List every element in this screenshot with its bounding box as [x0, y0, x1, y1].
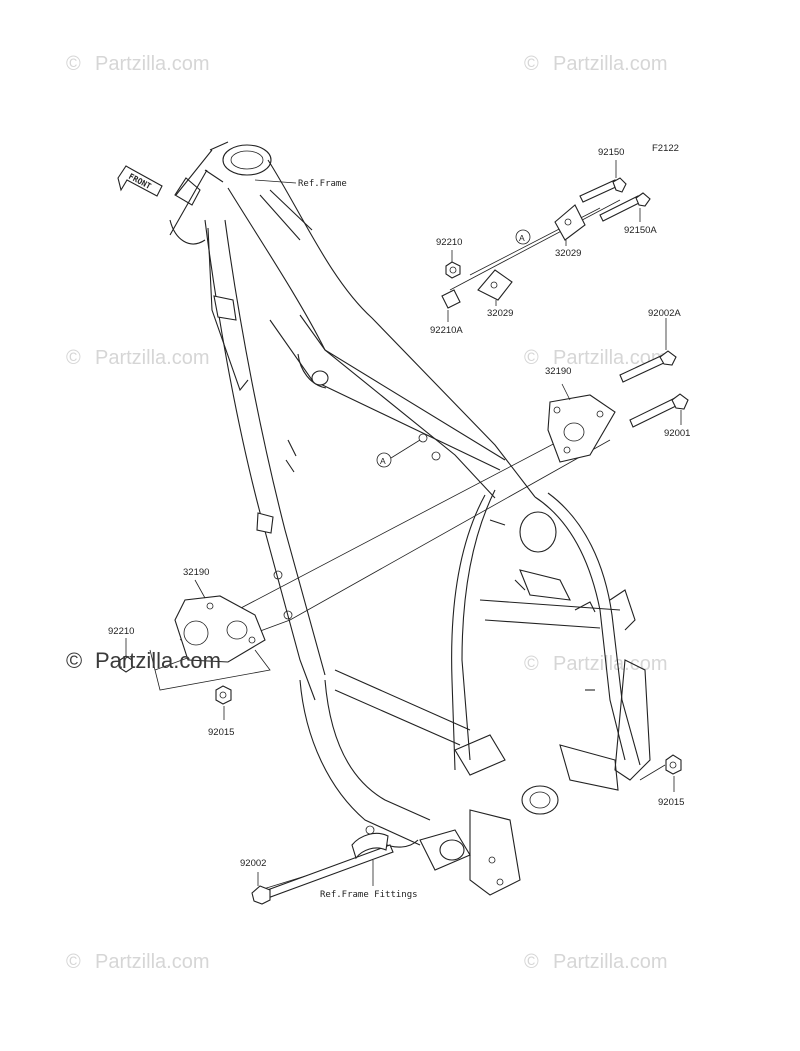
- watermark-overlay-dark: © Partzilla.com: [66, 648, 221, 673]
- top-bracket-group: A: [441, 160, 651, 322]
- part-label-92015-left: 92015: [208, 727, 234, 738]
- part-label-92002: 92002: [240, 858, 266, 869]
- figure-code: F2122: [652, 143, 679, 154]
- part-label-32190-left: 32190: [183, 567, 209, 578]
- copyright-symbol: ©: [524, 653, 539, 675]
- watermark-text: Partzilla.com: [553, 347, 667, 369]
- copyright-symbol: ©: [66, 648, 82, 673]
- ref-frame-fittings-label: Ref.Frame Fittings: [320, 890, 418, 900]
- ref-frame-leader: [254, 179, 297, 184]
- watermark-mid-left: © Partzilla.com: [66, 347, 209, 369]
- watermark-text: Partzilla.com: [95, 951, 209, 973]
- part-labels: Ref.Frame Ref.Frame Fittings 92150 92150…: [108, 147, 690, 900]
- part-label-92001: 92001: [664, 428, 690, 439]
- part-label-92150: 92150: [598, 147, 624, 158]
- watermark-text: Partzilla.com: [95, 347, 209, 369]
- copyright-symbol: ©: [524, 951, 539, 973]
- watermark-mid-right: © Partzilla.com: [524, 347, 667, 369]
- part-label-92210-left: 92210: [108, 626, 134, 637]
- motorcycle-frame: [169, 141, 651, 896]
- part-label-92210-top: 92210: [436, 237, 462, 248]
- watermark-text: Partzilla.com: [553, 653, 667, 675]
- watermark-text: Partzilla.com: [95, 648, 221, 673]
- callout-marker-a-top: A: [519, 233, 525, 243]
- part-label-32029-a: 32029: [555, 248, 581, 259]
- copyright-symbol: ©: [524, 53, 539, 75]
- part-label-92150A: 92150A: [624, 225, 657, 236]
- watermark-bottom-left: © Partzilla.com: [66, 951, 209, 973]
- watermark-top-left: © Partzilla.com: [66, 53, 209, 75]
- watermarks: © Partzilla.com © Partzilla.com © Partzi…: [66, 53, 667, 973]
- watermark-text: Partzilla.com: [553, 53, 667, 75]
- part-label-92015-right: 92015: [658, 797, 684, 808]
- right-engine-mount: A: [376, 318, 689, 468]
- part-label-92210A: 92210A: [430, 325, 463, 336]
- copyright-symbol: ©: [524, 347, 539, 369]
- copyright-symbol: ©: [66, 951, 81, 973]
- callout-marker-a-frame: A: [380, 456, 386, 466]
- part-label-92002A: 92002A: [648, 308, 681, 319]
- front-arrow-icon: FRONT: [117, 165, 163, 197]
- bottom-parts: [251, 754, 682, 905]
- part-label-32190-right: 32190: [545, 366, 571, 377]
- ref-frame-label: Ref.Frame: [298, 179, 347, 189]
- copyright-symbol: ©: [66, 347, 81, 369]
- watermark-low-right: © Partzilla.com: [524, 653, 667, 675]
- watermark-bottom-right: © Partzilla.com: [524, 951, 667, 973]
- copyright-symbol: ©: [66, 53, 81, 75]
- part-label-32029-b: 32029: [487, 308, 513, 319]
- watermark-text: Partzilla.com: [553, 951, 667, 973]
- watermark-top-right: © Partzilla.com: [524, 53, 667, 75]
- watermark-text: Partzilla.com: [95, 53, 209, 75]
- left-engine-mount: [119, 570, 293, 720]
